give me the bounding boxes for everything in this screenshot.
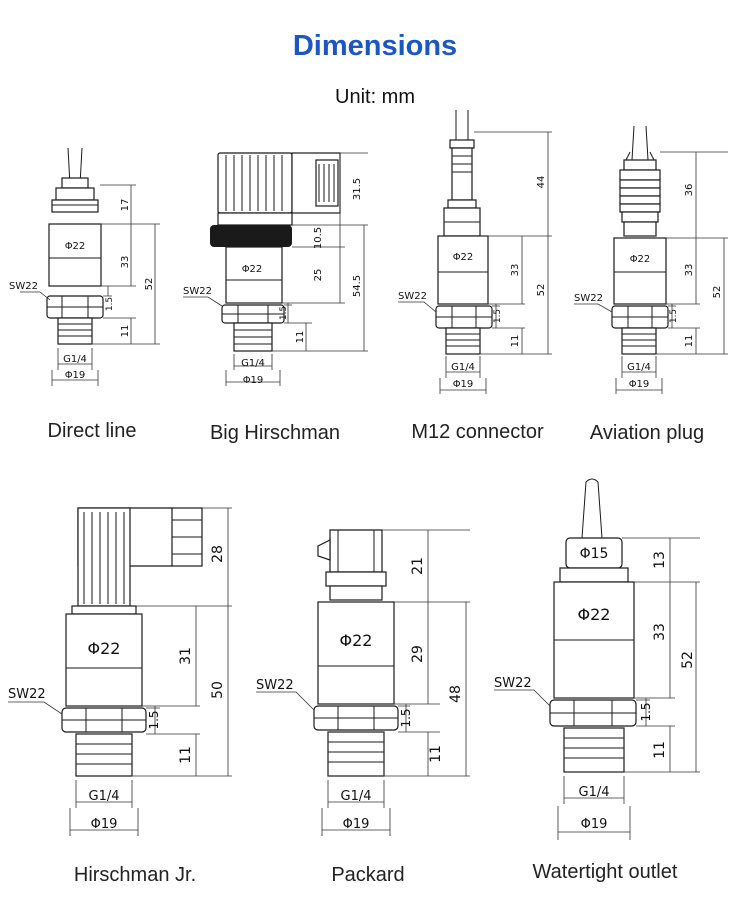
dim-52: 52 <box>680 651 696 669</box>
dim-1-5: 1.5 <box>639 702 653 721</box>
dim-21: 21 <box>410 557 426 575</box>
dim-50: 50 <box>210 681 226 699</box>
drawing-packard: Φ22 G1/4 Φ19 SW22 21 29 48 1.5 11 <box>256 529 470 836</box>
caption-m12-connector: M12 connector <box>411 421 544 443</box>
dim-17: 17 <box>120 199 131 212</box>
dim-11: 11 <box>178 746 194 764</box>
label-g14: G1/4 <box>63 354 87 365</box>
dim-1-5: 1.5 <box>399 708 413 727</box>
drawing-aviation-plug: Φ22 G1/4 Φ19 SW22 36 33 52 1.5 11 <box>574 125 728 394</box>
label-phi22: Φ22 <box>630 254 651 265</box>
dim-11: 11 <box>510 335 521 348</box>
caption-watertight-outlet: Watertight outlet <box>532 861 678 883</box>
label-g14: G1/4 <box>451 362 475 373</box>
label-sw22: SW22 <box>8 687 46 702</box>
caption-aviation-plug: Aviation plug <box>589 422 705 444</box>
label-g14: G1/4 <box>89 789 120 804</box>
dim-1-5: 1.5 <box>147 710 161 729</box>
page-title: Dimensions <box>292 30 458 62</box>
label-phi22: Φ22 <box>578 605 611 624</box>
label-sw22: SW22 <box>494 676 532 691</box>
dim-52: 52 <box>144 278 155 291</box>
dim-25: 25 <box>313 269 324 282</box>
label-phi19: Φ19 <box>629 379 650 390</box>
dim-13: 13 <box>652 551 668 569</box>
label-phi22: Φ22 <box>453 252 474 263</box>
dim-1-5: 1.5 <box>279 306 289 320</box>
dim-36: 36 <box>684 184 695 197</box>
dim-44: 44 <box>536 176 547 189</box>
dim-31-5: 31.5 <box>352 178 363 200</box>
label-phi19: Φ19 <box>91 817 118 832</box>
dim-48: 48 <box>448 685 464 703</box>
unit-label: Unit: mm <box>335 86 415 108</box>
dim-1-5: 1.5 <box>493 309 503 323</box>
dim-11: 11 <box>652 741 668 759</box>
drawing-big-hirschman: Φ22 G1/4 Φ19 SW22 31.5 10.5 25 54.5 1.5 … <box>183 152 368 386</box>
dim-52: 52 <box>536 284 547 297</box>
label-sw22: SW22 <box>183 286 212 297</box>
dim-28: 28 <box>210 545 226 563</box>
label-g14: G1/4 <box>341 789 372 804</box>
drawing-m12-connector: Φ22 G1/4 Φ19 SW22 44 33 52 1.5 11 <box>398 110 552 394</box>
label-phi19: Φ19 <box>243 375 264 386</box>
label-phi22: Φ22 <box>242 264 263 275</box>
label-phi22: Φ22 <box>88 639 121 658</box>
drawing-watertight-outlet: Φ15 Φ22 G1/4 Φ19 SW22 13 33 52 1.5 11 <box>494 478 700 840</box>
dim-1-5: 1.5 <box>669 309 679 323</box>
dim-52: 52 <box>712 286 723 299</box>
dim-29: 29 <box>410 645 426 663</box>
label-g14: G1/4 <box>241 358 265 369</box>
dim-1-5: 1.5 <box>105 297 115 311</box>
dim-11: 11 <box>295 331 306 344</box>
label-sw22: SW22 <box>256 678 294 693</box>
dim-33: 33 <box>120 256 131 269</box>
drawing-direct-line: Φ22 G1/4 Φ19 SW22 17 33 52 1.5 11 <box>9 147 160 386</box>
dim-31: 31 <box>178 647 194 665</box>
dim-11: 11 <box>428 745 444 763</box>
dim-54-5: 54.5 <box>352 275 363 297</box>
label-g14: G1/4 <box>579 785 610 800</box>
caption-packard: Packard <box>331 864 405 886</box>
label-phi22: Φ22 <box>340 631 373 650</box>
label-sw22: SW22 <box>398 291 427 302</box>
dim-11: 11 <box>684 335 695 348</box>
caption-direct-line: Direct line <box>47 420 137 442</box>
dim-10-5: 10.5 <box>313 227 324 249</box>
caption-big-hirschman: Big Hirschman <box>209 422 341 444</box>
dim-11: 11 <box>120 325 131 338</box>
label-phi19: Φ19 <box>343 817 370 832</box>
drawing-hirschman-jr: Φ22 G1/4 Φ19 SW22 28 31 50 1.5 11 <box>8 507 232 836</box>
label-phi19: Φ19 <box>453 379 474 390</box>
dim-33: 33 <box>510 264 521 277</box>
label-sw22: SW22 <box>9 281 38 292</box>
label-phi15: Φ15 <box>580 546 609 562</box>
dim-33: 33 <box>652 623 668 641</box>
label-phi19: Φ19 <box>65 370 86 381</box>
label-phi22: Φ22 <box>65 241 86 252</box>
dim-33: 33 <box>684 264 695 277</box>
label-g14: G1/4 <box>627 362 651 373</box>
label-sw22: SW22 <box>574 293 603 304</box>
label-phi19: Φ19 <box>581 817 608 832</box>
caption-hirschman-jr: Hirschman Jr. <box>73 864 197 886</box>
